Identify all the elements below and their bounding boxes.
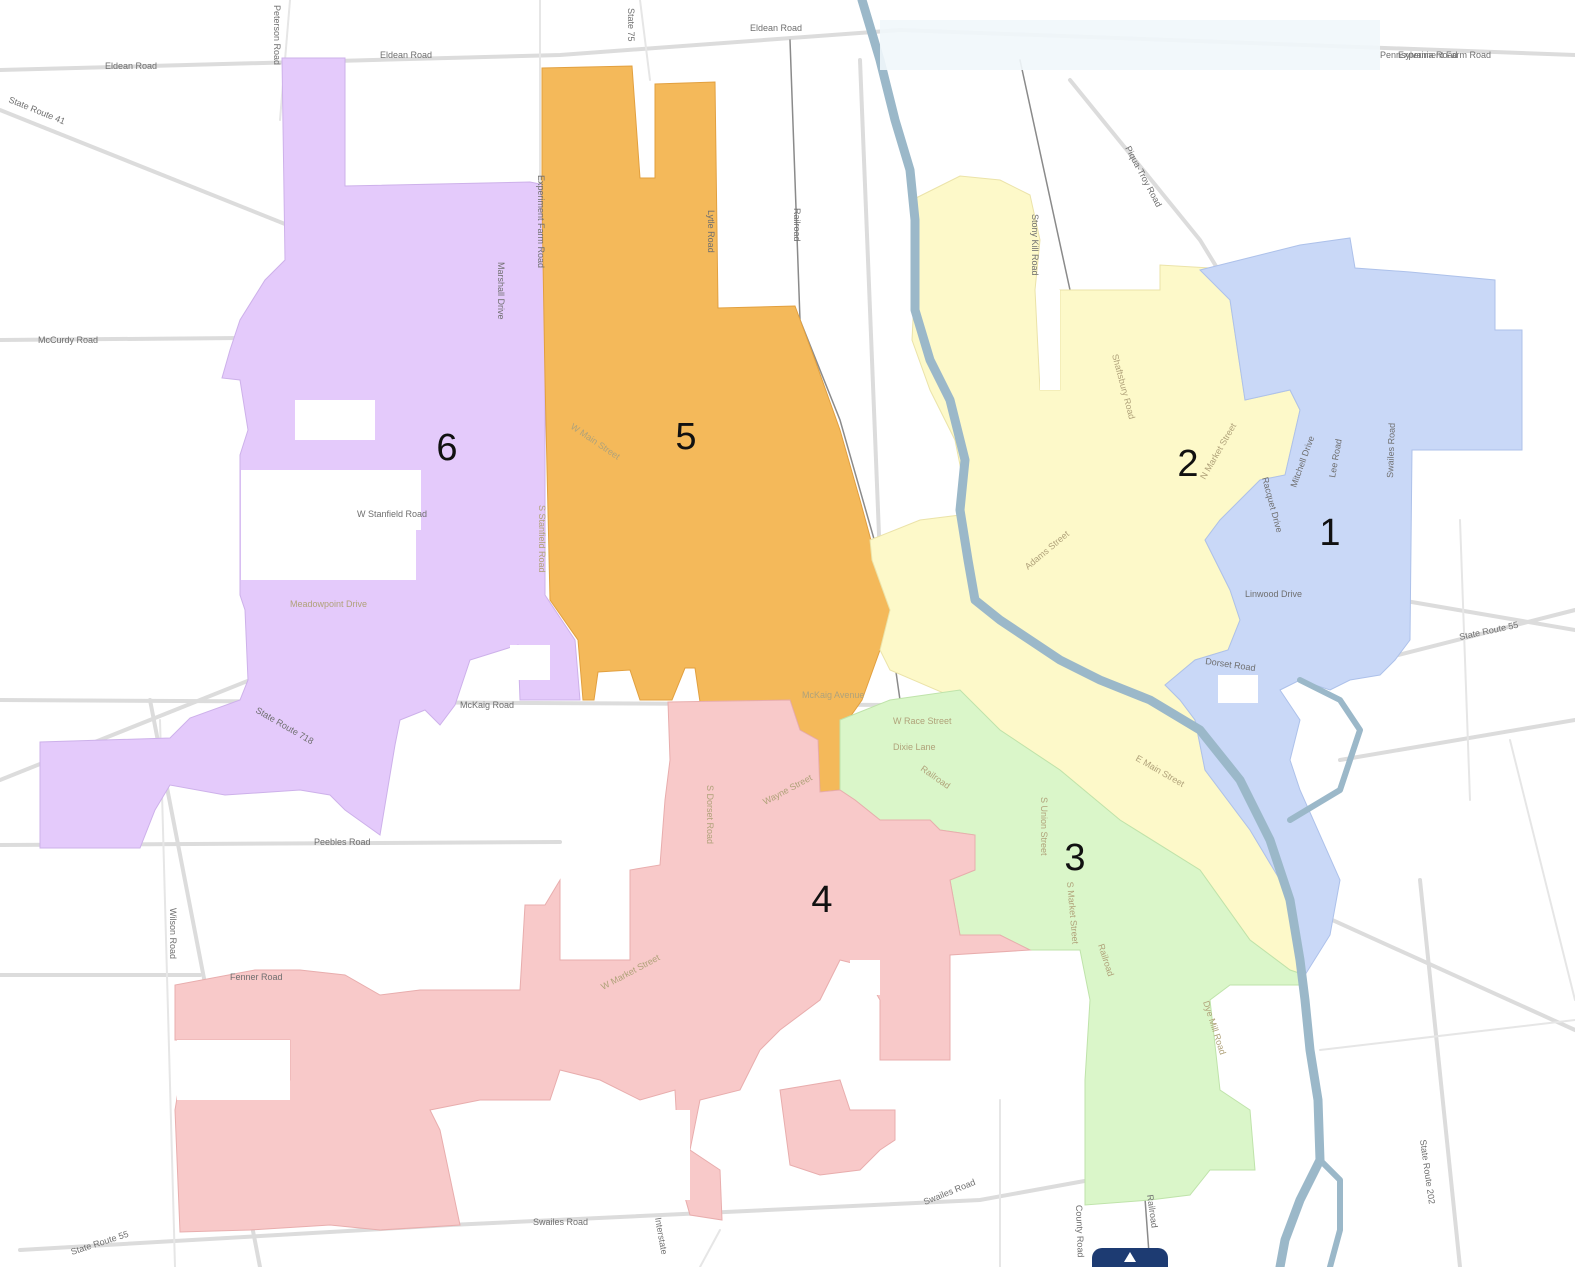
road-label: McKaig Avenue [802, 690, 864, 700]
road-label: State Route 55 [1458, 620, 1519, 642]
ward-6-area [39, 57, 581, 849]
road-label: Meadowpoint Drive [290, 599, 367, 609]
road-label: McKaig Road [460, 700, 514, 710]
ward-4-label: 4 [811, 879, 832, 921]
ward-2-hole [1040, 290, 1060, 390]
road-label: Dixie Lane [893, 742, 936, 752]
road-label: McCurdy Road [38, 335, 98, 345]
road-label: Linwood Drive [1245, 589, 1302, 599]
road-label: Railroad [1145, 1194, 1160, 1229]
road-label: Experiment Farm Road [536, 175, 546, 268]
road-label: County Road [1074, 1205, 1086, 1258]
ward-6-label: 6 [436, 427, 457, 469]
ward-1-hole [1218, 675, 1258, 703]
road-label: Eldean Road [380, 50, 432, 60]
road-label: Interstate [653, 1217, 669, 1256]
ward-5-area [541, 65, 891, 793]
ward-5-label: 5 [675, 416, 696, 458]
road-label: Swailes Road [1385, 423, 1397, 478]
ward-1-label: 1 [1319, 512, 1340, 554]
road-label: Peebles Road [314, 837, 371, 847]
road-label: State Route 202 [1418, 1139, 1437, 1205]
ward-4-holes [177, 960, 888, 1200]
road-label: S Union Street [1039, 797, 1049, 856]
road-label: State Route 41 [7, 95, 66, 127]
ward-6-holes [241, 400, 550, 680]
road-label: S Stanfield Road [537, 505, 547, 573]
road-label: Experiment Farm Road [1398, 50, 1491, 60]
ward-2-label: 2 [1177, 443, 1198, 485]
road-label: Eldean Road [105, 61, 157, 71]
road-label: Piqua-Troy Road [1123, 144, 1164, 208]
road-label: Peterson Road [272, 5, 282, 65]
road-label: Eldean Road [750, 23, 802, 33]
road-label: Stony Kill Road [1030, 214, 1040, 276]
top-banner-band [880, 20, 1380, 70]
road-label: S Dorset Road [705, 785, 715, 844]
ward-numbers: 1 2 3 4 5 6 [436, 416, 1340, 921]
road-label: W Race Street [893, 716, 952, 726]
ward-4-area [174, 699, 1032, 1233]
road-label: Wilson Road [168, 908, 178, 959]
river [857, 0, 1363, 1267]
ward-4-area-south [779, 1079, 896, 1176]
road-label: Railroad [792, 208, 802, 242]
badge-icon [1092, 1248, 1168, 1267]
road-label: State 75 [626, 8, 636, 42]
road-label: Lytle Road [706, 210, 716, 253]
road-label: Marshall Drive [496, 262, 506, 320]
road-label: Pennsylvania Road [1380, 50, 1458, 60]
ward-3-label: 3 [1064, 837, 1085, 879]
road-label: W Stanfield Road [357, 509, 427, 519]
road-label: Swailes Road [533, 1217, 588, 1227]
road-label: Fenner Road [230, 972, 283, 982]
ward-1-area [1164, 237, 1523, 977]
